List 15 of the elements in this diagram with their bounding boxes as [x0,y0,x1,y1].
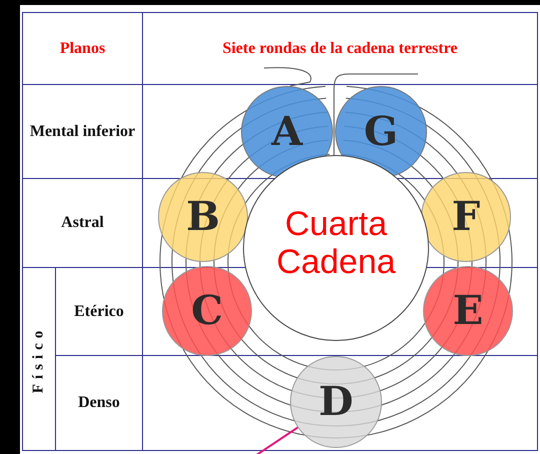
column-header: Siete rondas de la cadena terrestre [222,40,458,58]
row-label: Astral [61,214,104,232]
row-label: Físico [30,325,48,393]
round-letter: F [452,197,480,237]
round-letter: G [364,112,398,152]
row-label: Mental inferior [30,122,136,140]
round-letter: B [186,197,220,237]
round-letter: C [191,291,223,331]
round-letter: E [452,291,484,331]
column-header: Planos [60,40,106,58]
round-letter: D [318,382,354,422]
row-label: Denso [78,394,120,412]
round-letter: A [271,112,303,152]
row-label: Etérico [74,302,124,320]
chain-label: Cuarta Cadena [275,204,397,282]
